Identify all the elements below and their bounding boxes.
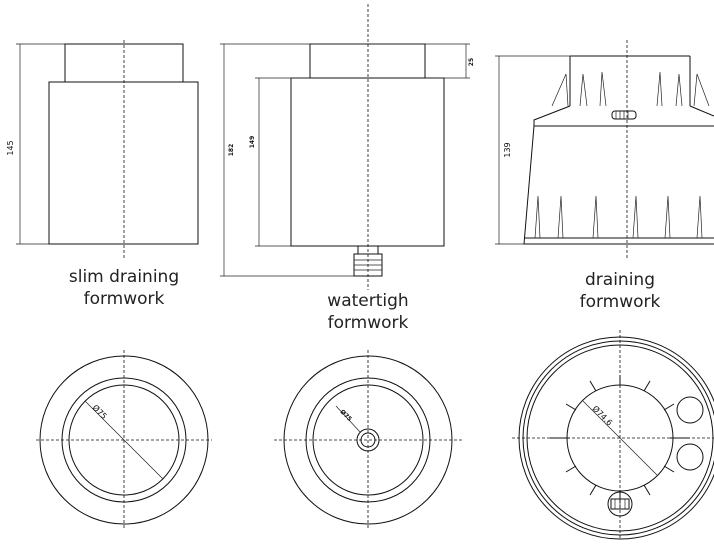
watertight-caption-line2: formwork — [328, 313, 409, 333]
watertight-diameter-line — [335, 405, 361, 433]
draining-hole-upper — [676, 396, 704, 424]
draining-caption-line1: draining — [585, 270, 655, 290]
slim-body — [48, 81, 199, 245]
slim-formwork-side-view: 145 — [6, 40, 199, 258]
slim-formwork-top-view: Ø75 — [36, 350, 212, 528]
draining-top-ribs — [551, 71, 710, 107]
draining-bottom-ribs — [534, 195, 703, 239]
draining-height-label: 139 — [503, 142, 512, 157]
draining-diameter-line — [582, 400, 658, 476]
draining-shoulder — [533, 105, 714, 127]
watertight-total-label: 182 — [228, 144, 235, 157]
slim-caption-line2: formwork — [84, 289, 165, 309]
draining-body-outline — [523, 125, 714, 245]
slim-caption-line1: slim draining — [69, 267, 179, 287]
watertight-top-label: 25 — [468, 58, 475, 66]
watertight-formwork-side-view: 182 149 25 — [220, 4, 475, 290]
draining-formwork-top-view: Ø74.6 — [512, 330, 714, 540]
watertight-body-label: 149 — [249, 136, 256, 149]
watertight-top-collar — [309, 43, 426, 79]
watertight-caption-line1: watertigh — [327, 291, 408, 311]
draining-diameter-label: Ø74.6 — [591, 403, 615, 427]
watertight-body — [290, 77, 445, 247]
slim-diameter-line — [84, 400, 164, 480]
draining-formwork-side-view: 139 — [495, 40, 714, 258]
draining-caption-line2: formwork — [580, 292, 661, 312]
slim-diameter-label: Ø75 — [91, 402, 110, 421]
slim-height-label: 145 — [6, 140, 15, 155]
watertight-diameter-label: Ø75 — [339, 408, 353, 422]
draining-hole-lower — [676, 443, 704, 471]
watertight-formwork-top-view: Ø75 — [274, 350, 462, 528]
